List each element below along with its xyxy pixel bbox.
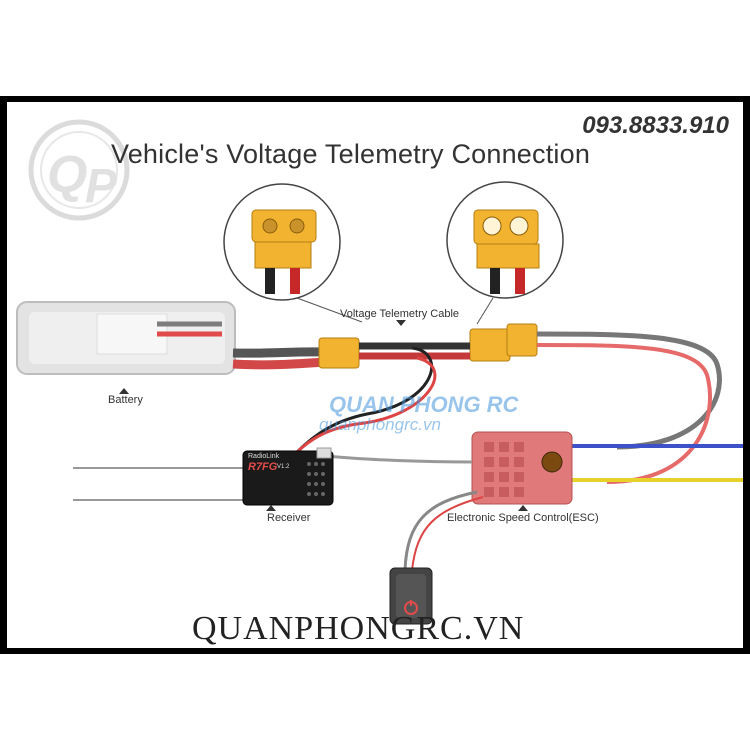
diagram-title: Vehicle's Voltage Telemetry Connection (111, 139, 590, 170)
battery (17, 302, 235, 374)
xt60-female-zoom (447, 182, 563, 298)
brand-footer: QUANPHONGRC.VN (192, 610, 524, 648)
battery-black-wire (233, 352, 325, 353)
cable-pointer (396, 320, 406, 326)
xt60-male-zoom (224, 184, 340, 300)
wiring-diagram: Q P (7, 102, 743, 648)
quanphong-logo: Q P (31, 122, 127, 218)
phone-number: 093.8833.910 (582, 112, 729, 140)
esc (472, 432, 572, 504)
receiver-brand: RadioLink (248, 453, 279, 460)
receiver-version: V1.2 (277, 464, 289, 470)
diagram-frame: Q P (0, 96, 750, 654)
receiver-pointer (266, 505, 276, 511)
watermark-url: quanphongrc.vn (319, 415, 441, 435)
xt60-connector-esc (470, 324, 537, 361)
cable-label: Voltage Telemetry Cable (340, 308, 459, 320)
diagram-canvas: Q P (7, 102, 743, 648)
esc-gray-wire (537, 334, 719, 447)
battery-label: Battery (108, 394, 143, 406)
battery-red-wire (233, 362, 325, 365)
esc-label: Electronic Speed Control(ESC) (447, 512, 599, 524)
xt60-connector-battery (319, 338, 359, 368)
svg-text:Q: Q (47, 146, 87, 204)
esc-pointer (518, 505, 528, 511)
receiver-label: Receiver (267, 512, 310, 524)
receiver-model: R7FG (248, 461, 277, 473)
